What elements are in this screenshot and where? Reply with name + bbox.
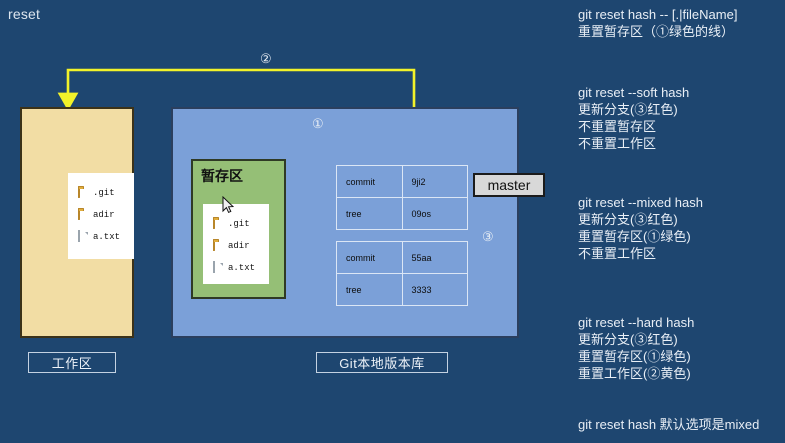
cell-label: commit — [336, 165, 403, 198]
commit-table: commit 55aa tree 3333 — [336, 241, 468, 306]
branch-label-master: master — [473, 173, 545, 197]
note-line: 重置暂存区(①绿色) — [578, 229, 691, 244]
table-row: tree 3333 — [336, 273, 468, 306]
note-line: 更新分支(③红色) — [578, 332, 678, 347]
note-reset-hard: git reset --hard hash 更新分支(③红色) 重置暂存区(①绿… — [578, 314, 694, 382]
file-name: adir — [228, 241, 250, 251]
list-item: a.txt — [213, 257, 261, 279]
note-line: 更新分支(③红色) — [578, 102, 678, 117]
table-row: commit 55aa — [336, 241, 468, 274]
cell-label: tree — [336, 197, 403, 230]
cell-value: 9ji2 — [401, 165, 468, 198]
cell-value: 09os — [401, 197, 468, 230]
list-item: adir — [78, 204, 126, 226]
file-name: a.txt — [93, 232, 121, 242]
note-line: 重置工作区(②黄色) — [578, 366, 691, 381]
list-item: .git — [213, 213, 261, 235]
note-line: git reset hash 默认选项是mixed — [578, 417, 760, 432]
cell-value: 3333 — [401, 273, 468, 306]
folder-icon — [78, 208, 89, 221]
note-footer: git reset hash 默认选项是mixed — [578, 416, 759, 433]
file-icon — [213, 261, 224, 274]
cell-value: 55aa — [401, 241, 468, 274]
file-name: .git — [228, 219, 250, 229]
cell-label: commit — [336, 241, 403, 274]
repository-caption: Git本地版本库 — [316, 352, 448, 373]
cell-label: tree — [336, 273, 403, 306]
page-title: reset — [8, 6, 41, 22]
mouse-cursor-icon — [222, 196, 234, 214]
file-name: a.txt — [228, 263, 256, 273]
note-line: git reset hash -- [.|fileName] — [578, 7, 738, 22]
note-reset-file: git reset hash -- [.|fileName] 重置暂存区（①绿色… — [578, 6, 737, 40]
note-line: 重置暂存区(①绿色) — [578, 349, 691, 364]
list-item: adir — [213, 235, 261, 257]
note-line: 更新分支(③红色) — [578, 212, 678, 227]
table-row: commit 9ji2 — [336, 165, 468, 198]
table-row: tree 09os — [336, 197, 468, 230]
folder-icon — [78, 186, 89, 199]
folder-icon — [213, 239, 224, 252]
note-line: git reset --hard hash — [578, 315, 695, 330]
step-marker-one: ① — [312, 116, 324, 131]
file-icon — [78, 230, 89, 243]
folder-icon — [213, 217, 224, 230]
note-line: 不重置暂存区 — [578, 119, 657, 134]
file-name: adir — [93, 210, 115, 220]
note-reset-mixed: git reset --mixed hash 更新分支(③红色) 重置暂存区(①… — [578, 194, 703, 262]
step-marker-two: ② — [260, 51, 272, 66]
note-line: 重置暂存区（①绿色的线） — [578, 24, 735, 39]
note-line: git reset --mixed hash — [578, 195, 703, 210]
staging-area-title: 暂存区 — [201, 168, 243, 184]
note-line: 不重置工作区 — [578, 136, 657, 151]
staging-area-box: 暂存区 .git adir a.txt — [191, 159, 286, 299]
file-name: .git — [93, 188, 115, 198]
work-area-file-list: .git adir a.txt — [68, 173, 134, 259]
note-line: git reset --soft hash — [578, 85, 690, 100]
commit-table: commit 9ji2 tree 09os — [336, 165, 468, 230]
note-line: 不重置工作区 — [578, 246, 657, 261]
work-area-box: .git adir a.txt — [20, 107, 134, 338]
work-area-caption: 工作区 — [28, 352, 116, 373]
note-reset-soft: git reset --soft hash 更新分支(③红色) 不重置暂存区 不… — [578, 84, 689, 152]
staging-area-file-list: .git adir a.txt — [203, 204, 269, 284]
list-item: a.txt — [78, 226, 126, 248]
list-item: .git — [78, 182, 126, 204]
step-marker-three: ③ — [482, 229, 494, 244]
